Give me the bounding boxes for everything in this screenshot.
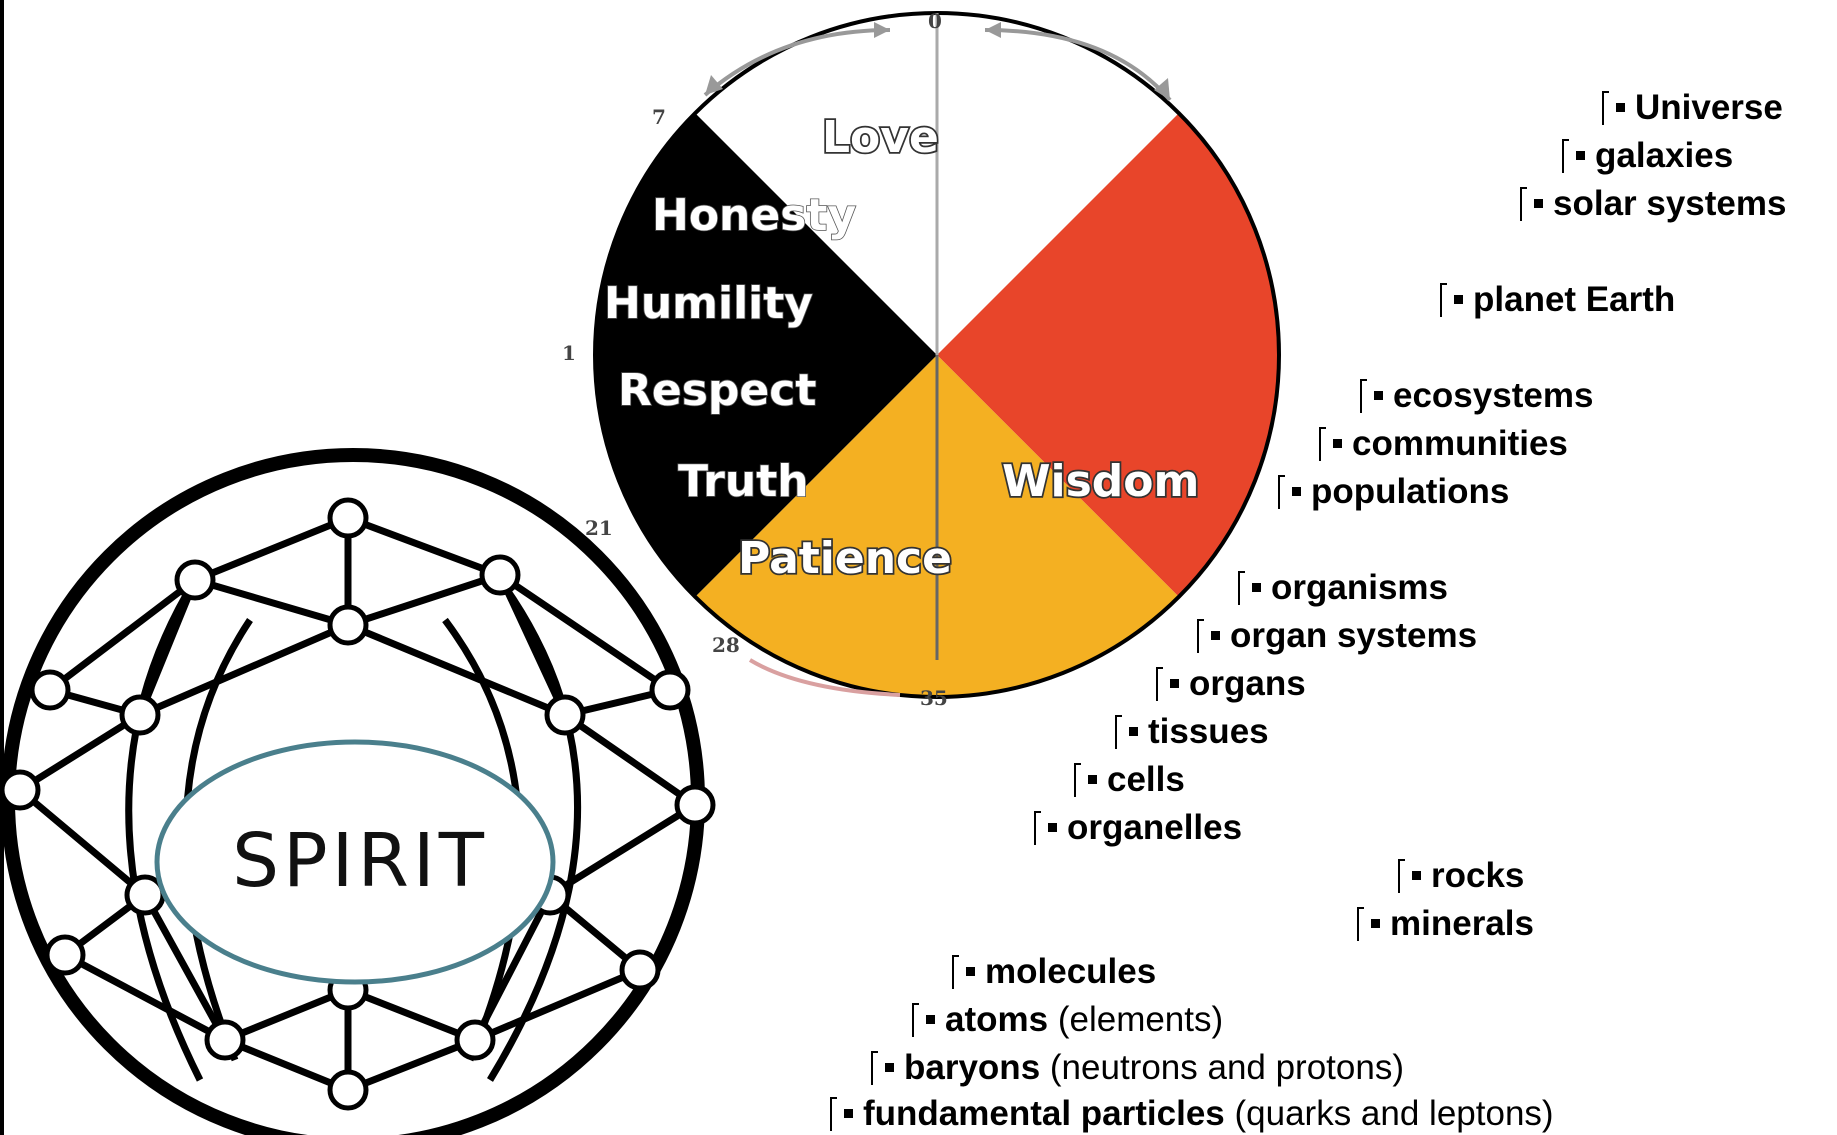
wheel-number-0: 0 — [928, 9, 942, 33]
sphere-node — [544, 694, 586, 736]
hierarchy-item-organs: organs — [1156, 665, 1306, 703]
sphere-mesh-5 — [47, 577, 198, 693]
bullet-icon — [1252, 583, 1261, 593]
bullet-icon — [1374, 391, 1383, 401]
hierarchy-item-ecosystems: ecosystems — [1360, 377, 1593, 415]
wheel-sector-black — [594, 113, 937, 597]
bullet-icon — [1412, 871, 1421, 881]
arc-arrow-left — [703, 28, 891, 97]
hierarchy-item-populations: populations — [1278, 473, 1509, 511]
bullet-icon — [1576, 151, 1585, 161]
sphere-node — [174, 559, 216, 601]
bullet-icon — [885, 1063, 894, 1073]
hierarchy-item-cells: cells — [1074, 761, 1185, 799]
sphere-node — [44, 934, 86, 976]
sphere-mesh-9 — [141, 893, 229, 1042]
arrow-head-right-1 — [985, 22, 1001, 38]
hierarchy-item-molecules: molecules — [952, 953, 1156, 991]
hierarchy-item-organisms: organisms — [1238, 569, 1448, 607]
hierarchy-item-communities: communities — [1319, 425, 1568, 463]
wheel-label-honesty: Honesty — [652, 190, 856, 241]
wheel-number-7: 7 — [652, 105, 666, 129]
wheel-number-21: 21 — [585, 516, 613, 540]
arc-arrow-right — [984, 28, 1172, 102]
wheel-sector-red — [937, 113, 1280, 597]
hierarchy-item-minerals: minerals — [1357, 905, 1534, 943]
bullet-icon — [1534, 199, 1543, 209]
bullet-icon — [1292, 487, 1301, 497]
bullet-icon — [844, 1109, 853, 1119]
hierarchy-item-organelles: organelles — [1034, 809, 1242, 847]
hierarchy-item-atoms: atoms (elements) — [912, 1001, 1223, 1039]
hierarchy-item-baryons: baryons (neutrons and protons) — [871, 1049, 1404, 1087]
bullet-icon — [1048, 823, 1057, 833]
arrow-head-left-1 — [705, 75, 723, 95]
bullet-icon — [926, 1015, 935, 1025]
hierarchy-item-galaxies: galaxies — [1562, 137, 1733, 175]
bullet-icon — [1333, 439, 1342, 449]
hierarchy-item-universe: Universe — [1602, 89, 1783, 127]
sphere-node — [327, 497, 369, 539]
sphere-node — [119, 694, 161, 736]
wheel-label-love: Love — [822, 112, 939, 163]
bullet-icon — [1616, 103, 1625, 113]
arrow-head-left-2 — [874, 22, 890, 38]
sphere-meridian-left — [125, 578, 204, 1082]
sphere-node — [479, 554, 521, 596]
hierarchy-item-planet-earth: planet Earth — [1440, 281, 1675, 319]
bullet-icon — [1211, 631, 1220, 641]
bullet-icon — [1454, 295, 1463, 305]
spirit-label: SPIRIT — [232, 818, 488, 904]
bullet-icon — [1129, 727, 1138, 737]
hierarchy-item-solar-systems: solar systems — [1520, 185, 1786, 223]
wheel-label-patience: Patience — [738, 533, 952, 584]
sphere-node — [619, 949, 661, 991]
sphere-node — [29, 669, 71, 711]
bullet-icon — [1088, 775, 1097, 785]
left-border — [0, 0, 4, 1135]
wheel-number-28: 28 — [712, 633, 740, 657]
bullet-icon — [1371, 919, 1380, 929]
hierarchy-item-rocks: rocks — [1398, 857, 1524, 895]
sphere-node — [0, 769, 41, 811]
sphere-mesh-10 — [471, 893, 554, 1042]
sphere-node — [674, 784, 716, 826]
sphere-meridian-right — [487, 577, 581, 1082]
hierarchy-item-organ-systems: organ systems — [1197, 617, 1477, 655]
sphere-node — [204, 1019, 246, 1061]
sphere-node — [454, 1019, 496, 1061]
wheel-number-1: 1 — [562, 341, 576, 365]
sphere-mesh-6 — [498, 572, 672, 693]
hierarchy-item-fundamental-particles: fundamental particles (quarks and lepton… — [830, 1095, 1554, 1133]
wheel-label-humility: Humility — [604, 278, 813, 329]
wheel-label-truth: Truth — [678, 456, 809, 507]
wheel-number-35: 35 — [920, 686, 948, 710]
wheel-label-respect: Respect — [618, 365, 816, 416]
hierarchy-item-tissues: tissues — [1115, 713, 1269, 751]
sphere-node — [327, 604, 369, 646]
arc-bottom-squiggle — [748, 658, 901, 697]
sphere-node — [649, 669, 691, 711]
spirit-ellipse — [154, 739, 556, 985]
sphere-node — [327, 1069, 369, 1111]
arrow-head-right-2 — [1154, 78, 1170, 100]
bullet-icon — [1170, 679, 1179, 689]
bullet-icon — [966, 967, 975, 977]
wheel-label-wisdom: Wisdom — [1002, 456, 1199, 507]
